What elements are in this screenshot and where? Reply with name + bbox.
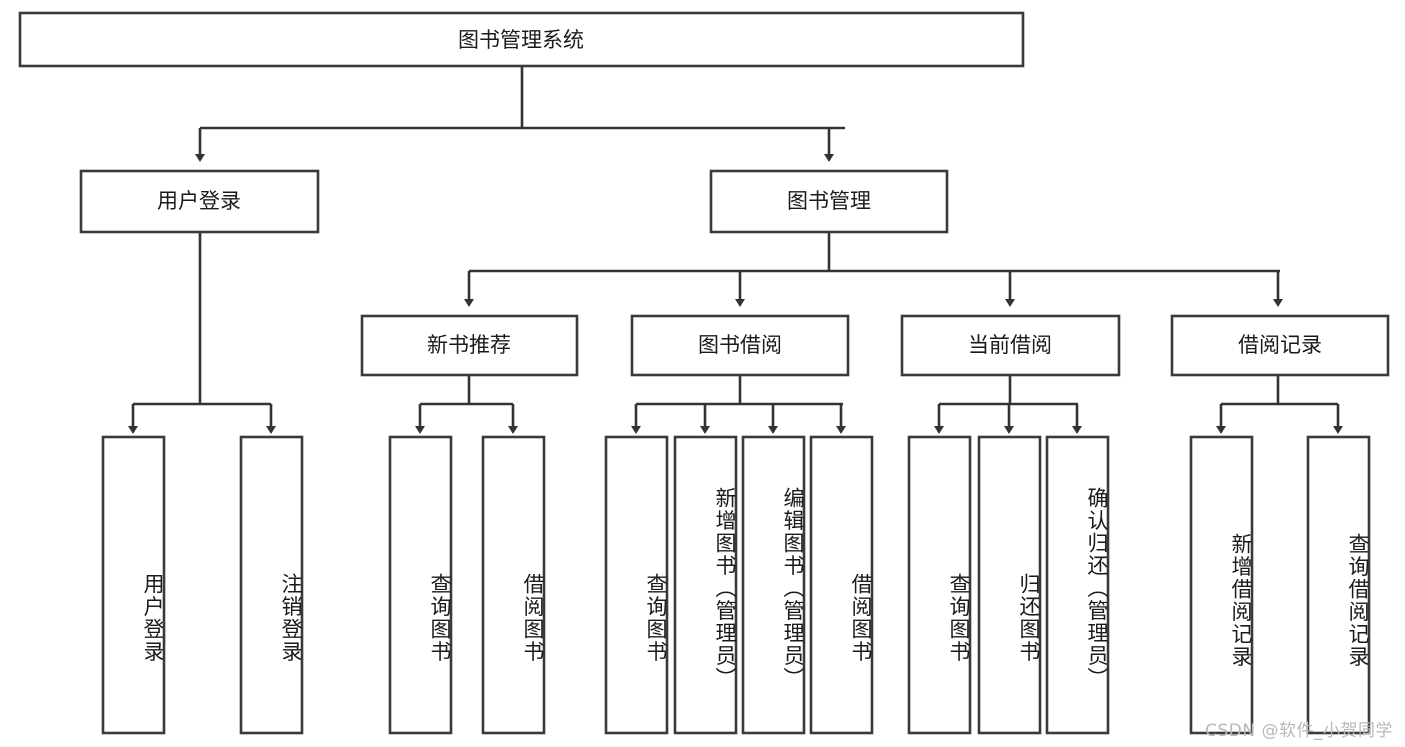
leaf-box-user-login[interactable] (101, 435, 166, 735)
node-current-borrow[interactable]: 当前借阅 (900, 314, 1121, 377)
leaf-box-add-borrow-record[interactable] (1189, 435, 1254, 735)
watermark-text: CSDN @软件_小贺同学 (1205, 721, 1393, 741)
node-borrow-records-label: 借阅记录 (1238, 333, 1322, 357)
connector-root-to-level2 (195, 66, 845, 162)
node-user-login[interactable]: 用户登录 (79, 169, 320, 234)
node-book-management-label: 图书管理 (787, 189, 871, 213)
connector-current-borrow-to-leaves (934, 375, 1082, 434)
leaf-box-borrow-book-2[interactable] (809, 435, 874, 735)
node-root-system-label: 图书管理系统 (458, 28, 584, 52)
connector-book-mgmt-to-level3 (464, 232, 1283, 307)
connector-new-book-to-leaves (415, 375, 518, 434)
leaf-box-query-book-2[interactable] (604, 435, 669, 735)
leaf-box-borrow-book-1[interactable] (481, 435, 546, 735)
node-new-book-recommend[interactable]: 新书推荐 (360, 314, 579, 377)
leaf-box-query-book-3[interactable] (907, 435, 972, 735)
node-borrow-records[interactable]: 借阅记录 (1170, 314, 1390, 377)
connector-user-login-to-leaves (128, 232, 276, 434)
node-book-borrow-label: 图书借阅 (698, 333, 782, 357)
node-root-system[interactable]: 图书管理系统 (18, 11, 1025, 68)
node-book-management[interactable]: 图书管理 (709, 169, 949, 234)
node-book-borrow[interactable]: 图书借阅 (630, 314, 850, 377)
leaf-box-edit-book-admin[interactable] (741, 435, 806, 735)
leaf-box-user-logout[interactable] (239, 435, 304, 735)
connector-book-borrow-to-leaves (631, 375, 846, 434)
leaf-box-query-borrow-record[interactable] (1306, 435, 1371, 735)
leaf-box-return-book[interactable] (977, 435, 1042, 735)
leaf-box-add-book-admin[interactable] (673, 435, 738, 735)
leaf-box-query-book-1[interactable] (388, 435, 453, 735)
node-new-book-recommend-label: 新书推荐 (427, 333, 511, 357)
leaf-box-confirm-return-admin[interactable] (1045, 435, 1110, 735)
node-current-borrow-label: 当前借阅 (968, 333, 1052, 357)
connector-borrow-records-to-leaves (1216, 375, 1343, 434)
node-user-login-label: 用户登录 (157, 189, 241, 213)
